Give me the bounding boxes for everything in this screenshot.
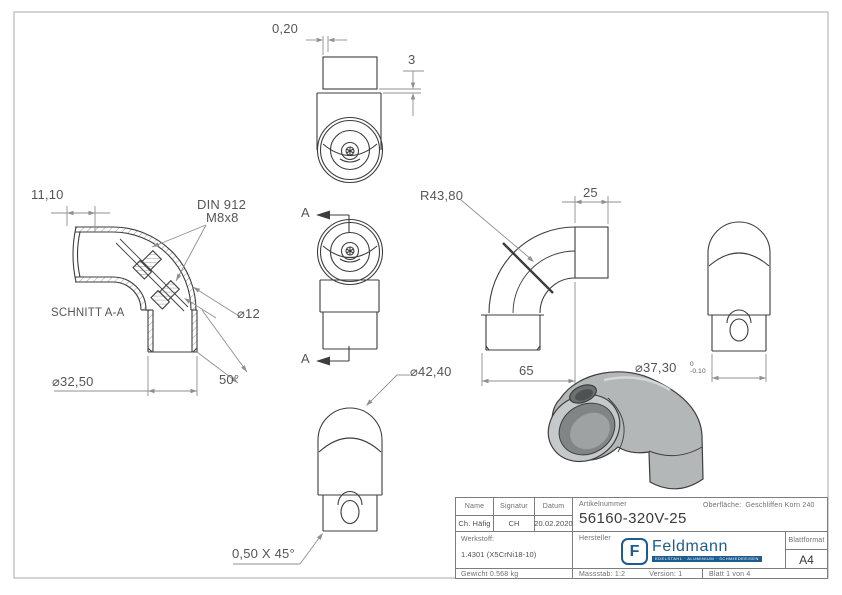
dim-gap-020: 0,20 — [272, 21, 299, 36]
sheet-value: Blatt 1 von 4 — [709, 570, 751, 578]
cell-scale: Massstab: 1:2 Version: 1 — [573, 569, 703, 579]
cell-manufacturer: Hersteller F Feldmann EDELSTAHL · ALUMIN… — [573, 532, 786, 569]
front-view-dims — [233, 374, 410, 565]
dim-tolerance: 0 -0.10 — [690, 361, 706, 375]
article-label: Artikelnummer — [579, 501, 627, 508]
dim-angle-50: 50° — [219, 372, 240, 387]
top-view — [316, 56, 384, 184]
cell-date-label: Datum — [535, 498, 573, 516]
signature-value: CH — [508, 519, 520, 528]
cell-material: Werkstoff: 1.4301 (X5CrNi18-10) — [456, 532, 573, 569]
cell-weight: Gewicht 0.568 kg — [456, 569, 573, 579]
version-value: Version: 1 — [649, 570, 683, 578]
material-value: 1.4301 (X5CrNi18-10) — [461, 550, 537, 559]
section-cut-marks — [316, 210, 350, 366]
dim-outer-dia-3250: ⌀32,50 — [52, 374, 94, 389]
manufacturer-label: Hersteller — [579, 535, 611, 542]
surface-value: Geschliffen Korn 240 — [745, 502, 815, 509]
title-block: Name Signatur Datum Ch. Häfig CH 20.02.2… — [455, 497, 828, 579]
weight-value: Gewicht 0.568 kg — [461, 570, 519, 578]
scale-value: Massstab: 1:2 — [579, 570, 626, 578]
cell-sheet: Blatt 1 von 4 — [703, 569, 827, 579]
feldmann-logo-tagline: EDELSTAHL · ALUMINIUM · SCHMIEDEEISEN — [652, 556, 762, 562]
name-label: Name — [464, 503, 485, 510]
end-view-dims — [711, 354, 767, 382]
cell-name-value: Ch. Häfig — [456, 516, 494, 532]
tolerance-lower: -0.10 — [690, 368, 706, 375]
section-mark-a-bottom: A — [301, 351, 310, 366]
surface-label: Oberfläche: — [703, 502, 742, 509]
front-view — [317, 407, 383, 532]
label-m8x8: M8x8 — [206, 210, 239, 225]
top-view-dims — [306, 36, 424, 116]
article-number: 56160-320V-25 — [579, 510, 687, 527]
tolerance-upper: 0 — [690, 361, 694, 368]
dim-screw-dia-12: ⌀12 — [237, 306, 260, 321]
sheet-frame — [13, 11, 829, 579]
feldmann-logo-icon: F — [621, 538, 648, 565]
section-view-dims — [51, 206, 248, 396]
dim-dia-3730: ⌀37,30 — [635, 360, 677, 375]
cell-name-label: Name — [456, 498, 494, 516]
render-3d-view — [547, 371, 704, 490]
label-schnitt-aa: SCHNITT A-A — [51, 307, 125, 319]
material-label: Werkstoff: — [461, 536, 495, 543]
section-mark-a-top: A — [301, 205, 310, 220]
cell-signature-value: CH — [494, 516, 535, 532]
dim-stub-25: 25 — [583, 185, 598, 200]
dim-height-65: 65 — [519, 363, 534, 378]
signature-label: Signatur — [500, 503, 528, 510]
cell-format: Blattformat A4 — [786, 532, 827, 569]
surface-row: Oberfläche: Geschliffen Korn 240 — [703, 502, 815, 509]
dim-wall-1110: 11,10 — [31, 187, 64, 202]
end-view — [707, 221, 771, 352]
cell-signature-label: Signatur — [494, 498, 535, 516]
date-value: 20.02.2020 — [534, 519, 573, 528]
projection-view — [316, 218, 384, 350]
dim-chamfer: 0,50 X 45° — [232, 546, 295, 561]
feldmann-logo: F Feldmann EDELSTAHL · ALUMINIUM · SCHMI… — [621, 538, 762, 565]
date-label: Datum — [542, 503, 565, 510]
screw-assembly — [132, 249, 181, 310]
label-din-912: DIN 912 — [197, 197, 247, 212]
format-label: Blattformat — [788, 537, 825, 544]
dim-offset-3: 3 — [408, 52, 416, 67]
name-value: Ch. Häfig — [458, 519, 491, 528]
feldmann-logo-text: Feldmann — [652, 538, 728, 555]
dim-dia-4240: ⌀42,40 — [410, 364, 452, 379]
format-value: A4 — [799, 552, 814, 567]
section-view — [72, 226, 198, 353]
dim-radius-4380: R43,80 — [420, 188, 464, 203]
cell-date-value: 20.02.2020 — [534, 516, 573, 532]
side-view-dims — [460, 196, 621, 386]
side-view — [481, 226, 609, 351]
cell-article: Artikelnummer 56160-320V-25 Oberfläche: … — [573, 498, 827, 532]
